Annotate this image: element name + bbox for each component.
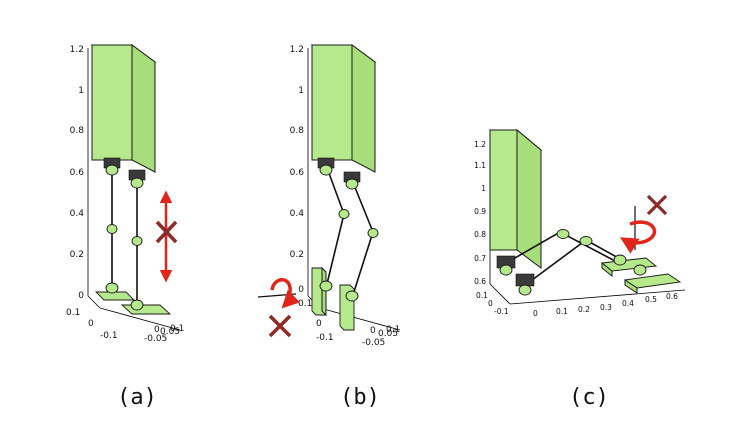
x-tick: -0.05 [144,334,167,344]
z-tick: 0.4 [290,209,305,219]
z-tick: 1.2 [290,45,304,55]
x-tick: 0.1 [386,325,400,335]
z-tick: 0.8 [290,126,305,136]
cross-mark-icon [268,314,292,338]
z-tick: 1 [78,86,84,96]
y-tick-labels-b: 0.1 0 -0.1 [298,299,334,343]
x-tick: 0.4 [622,299,634,308]
z-tick-labels-a: 1.2 1 0.8 0.6 0.4 0.2 0 [70,45,85,301]
x-tick: -0.05 [362,338,385,348]
z-tick: 0.2 [70,250,84,260]
y-axis [489,283,511,305]
torso-c [488,128,543,269]
rotation-arrow-icon [270,278,301,309]
z-tick: 0 [78,291,84,301]
hip-joints-a [103,157,146,189]
x-tick-labels-a: 0.1 0.05 0 -0.05 [144,324,184,344]
z-tick: 0.6 [70,168,85,178]
x-axis [509,289,686,305]
cross-mark-icon [155,220,178,244]
y-axis [87,295,101,309]
x-tick: 0 [370,326,376,336]
z-tick: 0.6 [290,168,305,178]
feet-a [94,282,172,315]
y-tick: 0 [88,319,94,329]
z-tick: 1 [298,86,304,96]
panel-b: 1.2 1 0.8 0.6 0.4 0.2 0 0.1 0 -0.1 0.1 0… [257,44,401,410]
x-tick: 0.6 [666,292,678,301]
x-tick: 0.05 [378,329,398,339]
knee-joints-c [556,229,593,246]
caption-b: (b) [340,385,380,410]
z-tick-labels-c: 1.2 1.1 1 0.9 0.8 0.7 0.6 [474,140,486,286]
panel-c: 1.2 1.1 1 0.9 0.8 0.7 0.6 0.1 0 -0.1 0 0… [474,128,686,410]
y-tick: 0 [488,299,493,308]
x-axis [319,307,401,331]
y-tick: -0.1 [316,333,334,343]
z-tick: 0.2 [290,250,304,260]
z-tick: 1 [481,184,486,193]
knee-joints-b [338,209,379,238]
z-tick: 1.2 [70,45,84,55]
panel-a: 1.2 1 0.8 0.6 0.4 0.2 0 0.1 0 -0.1 0.1 0… [66,44,184,410]
y-tick: 0 [316,319,322,329]
x-tick-labels-b: 0.1 0.05 0 -0.05 [362,325,400,348]
x-axis [99,307,181,331]
hip-joints-c [496,255,535,296]
x-tick: 0.05 [160,327,180,337]
x-tick: 0 [154,325,160,335]
feet-c [600,254,682,294]
torso-b [310,44,377,173]
x-tick: 0.5 [645,295,657,304]
rotation-arrow-icon [619,220,657,254]
y-tick: -0.1 [494,307,509,316]
z-tick: 0.4 [70,209,85,219]
x-tick: 0.2 [578,305,590,314]
x-tick: 0 [533,309,538,318]
hip-joints-b [317,157,361,190]
z-tick: 0.7 [474,254,486,263]
y-tick-labels-c: 0.1 0 -0.1 [476,291,509,316]
z-tick: 1.1 [474,161,486,170]
x-tick-labels-c: 0 0.1 0.2 0.3 0.4 0.5 0.6 [533,292,678,318]
knee-joints-a [106,224,143,246]
z-tick: 0.6 [474,277,486,286]
y-tick: 0.1 [476,291,488,300]
z-tick: 0 [298,285,304,295]
z-tick-labels-b: 1.2 1 0.8 0.6 0.4 0.2 0 [290,45,305,295]
z-tick: 0.8 [474,230,486,239]
caption-c: (c) [569,385,609,410]
x-tick: 0.1 [170,324,184,334]
x-tick: 0.3 [600,303,612,312]
z-tick: 0.9 [474,207,486,216]
y-tick: 0.1 [298,299,312,309]
x-tick: 0.1 [556,307,568,316]
torso-a [90,44,157,173]
z-tick: 0.8 [70,126,85,136]
y-tick: 0.1 [66,308,80,318]
feet-b [311,266,359,331]
z-tick: 1.2 [474,140,486,149]
y-tick: -0.1 [100,331,118,341]
y-tick-labels-a: 0.1 0 -0.1 [66,308,118,341]
cross-mark-icon [646,194,668,216]
caption-a: (a) [117,385,157,410]
